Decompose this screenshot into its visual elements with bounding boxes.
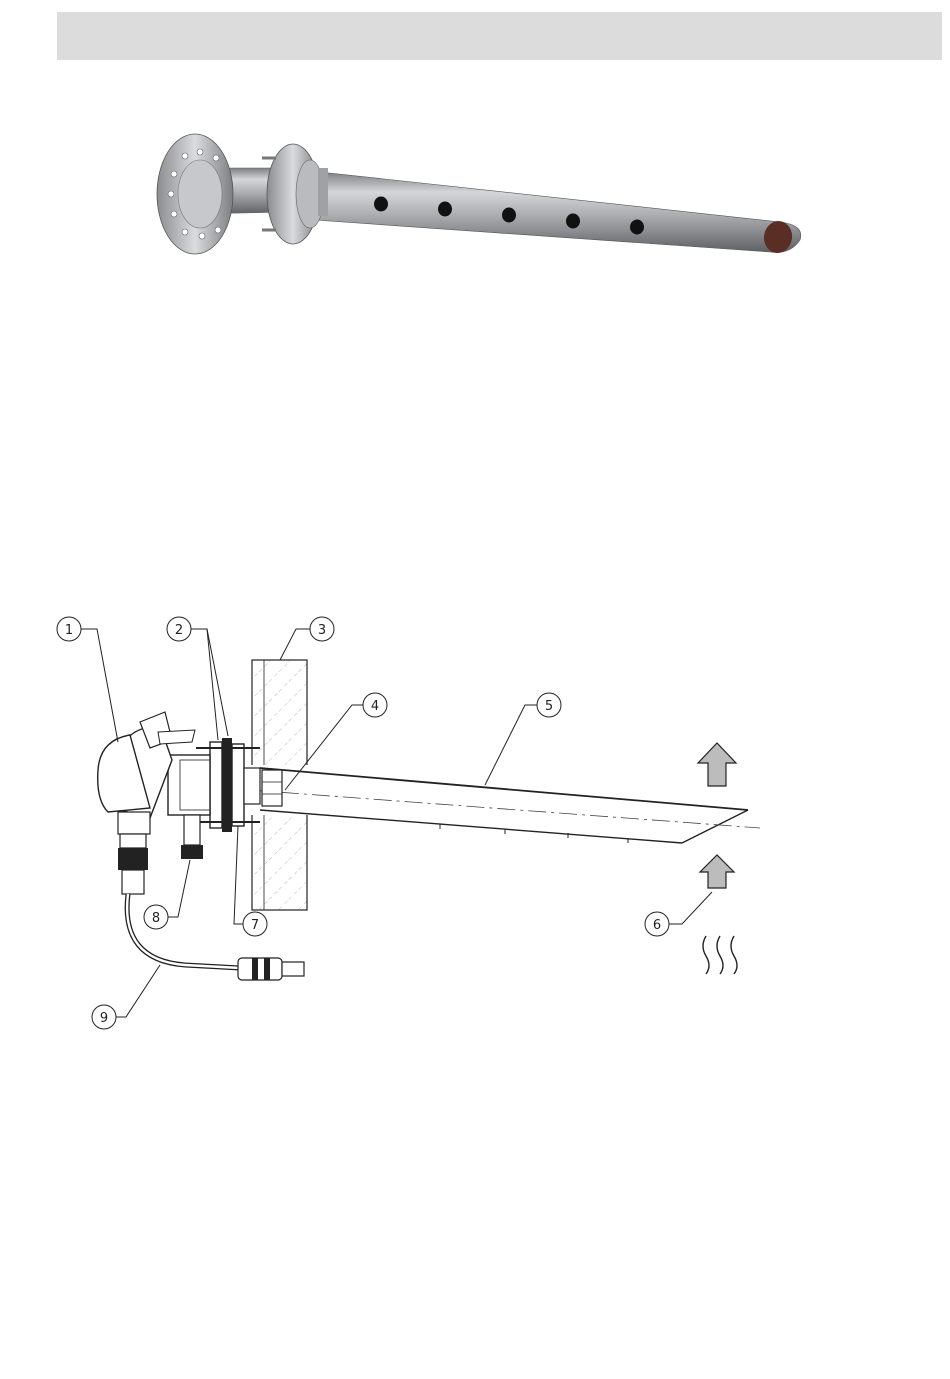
mid-flange xyxy=(262,144,328,244)
svg-text:8: 8 xyxy=(152,911,160,926)
callout-6: 6 xyxy=(645,912,669,936)
svg-text:1: 1 xyxy=(65,623,73,638)
callout-4: 4 xyxy=(363,693,387,717)
svg-text:7: 7 xyxy=(251,918,259,933)
callout-5: 5 xyxy=(537,693,561,717)
end-flange xyxy=(157,134,233,254)
cable-plug xyxy=(238,958,304,980)
svg-text:6: 6 xyxy=(653,918,661,933)
flow-in-arrow xyxy=(700,855,734,888)
svg-text:2: 2 xyxy=(175,623,183,638)
probe-tube xyxy=(250,768,760,843)
tube-hole xyxy=(566,214,580,229)
svg-text:9: 9 xyxy=(100,1011,108,1026)
cable-gland xyxy=(118,834,148,894)
cable xyxy=(127,894,240,968)
callout-leaders xyxy=(81,629,712,1017)
svg-text:5: 5 xyxy=(545,699,553,714)
callout-1: 1 xyxy=(57,617,81,641)
perforated-tube xyxy=(315,172,801,255)
page-header-bar xyxy=(57,12,942,60)
probe-photo xyxy=(150,130,820,280)
callout-9: 9 xyxy=(92,1005,116,1029)
flow-out-arrow xyxy=(698,743,736,786)
svg-text:3: 3 xyxy=(318,623,326,638)
installation-diagram: 1 2 3 4 5 6 7 8 9 xyxy=(0,600,950,1060)
callout-2: 2 xyxy=(167,617,191,641)
svg-text:4: 4 xyxy=(371,699,379,714)
tube-hole xyxy=(438,202,452,217)
callout-8: 8 xyxy=(144,905,168,929)
callout-7: 7 xyxy=(243,912,267,936)
tube-hole xyxy=(374,197,388,212)
tube-hole xyxy=(630,220,644,235)
callout-3: 3 xyxy=(310,617,334,641)
gas-flow-icon xyxy=(703,936,737,974)
sealing-nut xyxy=(262,770,282,806)
connector-plug xyxy=(181,815,203,859)
tube-hole xyxy=(502,208,516,223)
